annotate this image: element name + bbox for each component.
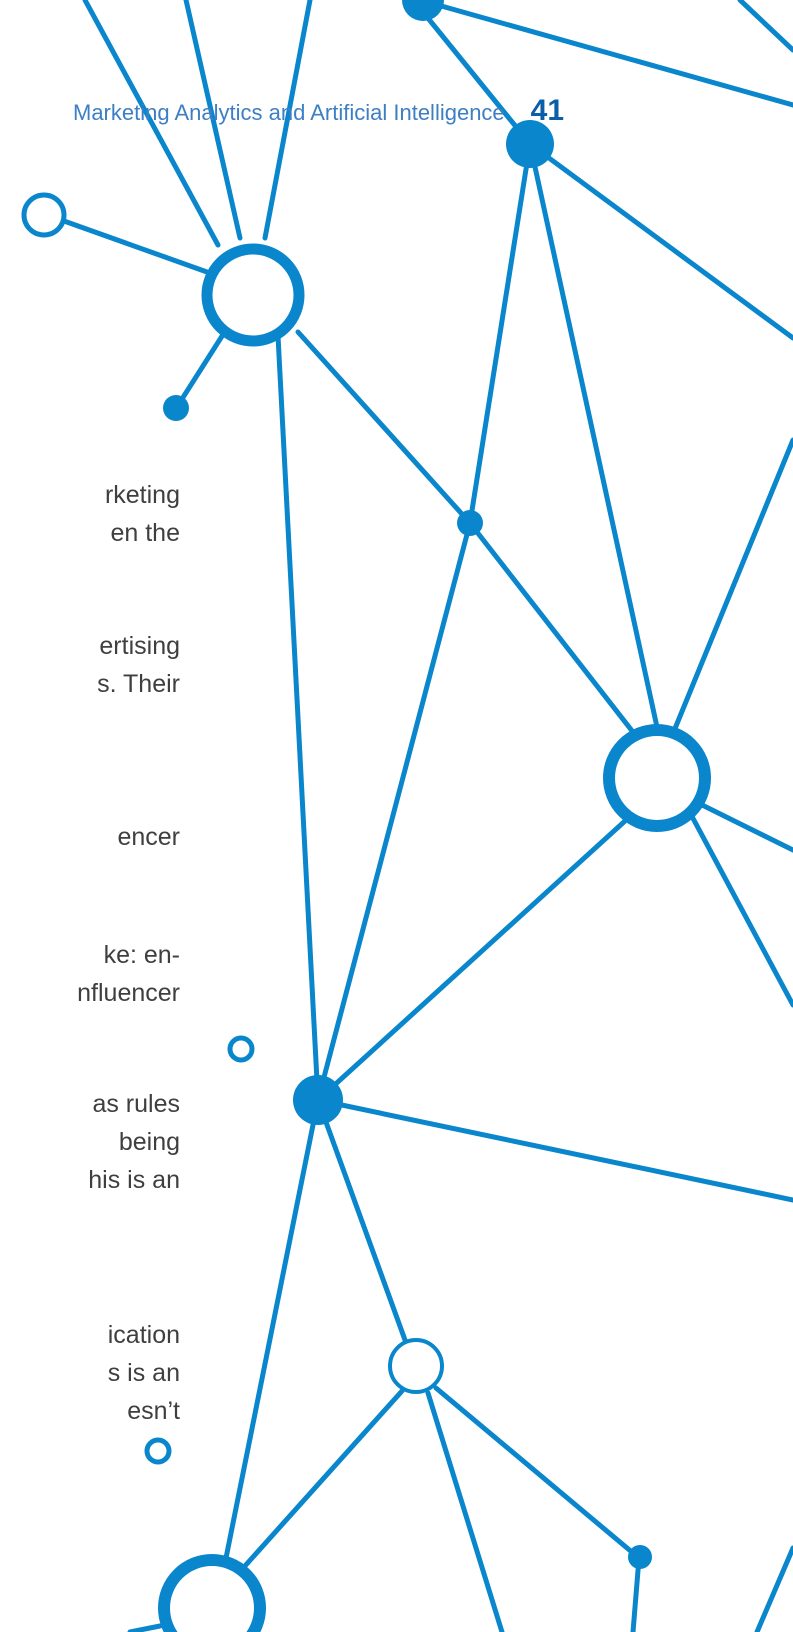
text-fragment-line: his is an (88, 1166, 180, 1194)
network-line (315, 1097, 408, 1343)
network-node-large-hollow (158, 1554, 266, 1632)
network-line (222, 1097, 321, 1566)
network-line (183, 0, 243, 241)
network-line (433, 1385, 642, 1561)
network-line (527, 141, 793, 341)
network-line (82, 0, 221, 248)
network-line (61, 218, 210, 275)
network-node-large-hollow (201, 243, 305, 347)
text-fragment-line: s. Their (97, 670, 180, 698)
network-line (262, 0, 313, 241)
network-line (685, 806, 793, 1008)
network-line (737, 0, 793, 53)
network-node-solid (163, 395, 189, 421)
text-fragment-line: nfluencer (77, 979, 180, 1007)
text-fragment-block: encer (0, 818, 180, 856)
network-node-medium-hollow (388, 1338, 444, 1394)
text-fragment-block: ication s is an esn’t (0, 1316, 180, 1430)
network-line (315, 520, 473, 1103)
network-line (315, 818, 628, 1103)
network-node-solid (506, 120, 554, 168)
text-fragment-line: en the (110, 519, 180, 547)
text-fragment-line: being (118, 1128, 180, 1156)
network-node-small-hollow (227, 1035, 255, 1063)
text-fragment-block: ertising s. Their (0, 627, 180, 703)
network-node-solid (457, 510, 483, 536)
text-fragment-line: ication (107, 1321, 180, 1349)
network-node-solid (628, 1545, 652, 1569)
text-fragment-line: ertising (99, 632, 180, 660)
text-fragment-line: rketing (104, 481, 180, 509)
text-fragment-line: encer (117, 823, 180, 851)
network-line (630, 1555, 642, 1632)
text-fragment-line: as rules (92, 1090, 180, 1118)
network-line (425, 1390, 505, 1632)
network-line (467, 520, 639, 739)
text-fragment-line: s is an (107, 1359, 180, 1387)
network-line (671, 437, 793, 734)
network-line (417, 0, 793, 108)
network-node-solid (293, 1075, 343, 1125)
network-line (689, 797, 793, 853)
text-fragment-block: rketing en the (0, 476, 180, 552)
network-node-solid (402, 0, 444, 21)
network-line (754, 1545, 793, 1632)
network-line (275, 333, 321, 1103)
network-line (127, 1623, 163, 1632)
page-number: 41 (530, 94, 565, 127)
text-fragment-block: ke: en- nfluencer (0, 936, 180, 1012)
text-fragment-block: as rules being his is an (0, 1085, 180, 1199)
network-line (467, 141, 533, 526)
network-line (527, 141, 660, 730)
network-node-small-hollow (21, 192, 67, 238)
running-header-title: Marketing Analytics and Artificial Intel… (73, 100, 505, 125)
text-fragment-line: ke: en- (103, 941, 180, 969)
network-line (420, 9, 533, 147)
network-node-small-hollow (144, 1437, 172, 1465)
page-header: Marketing Analytics and Artificial Intel… (73, 94, 564, 128)
network-line (295, 329, 473, 526)
network-node-large-hollow (603, 724, 711, 832)
text-fragment-line: esn’t (127, 1397, 180, 1425)
network-line (315, 1097, 793, 1203)
network-line (241, 1388, 405, 1570)
